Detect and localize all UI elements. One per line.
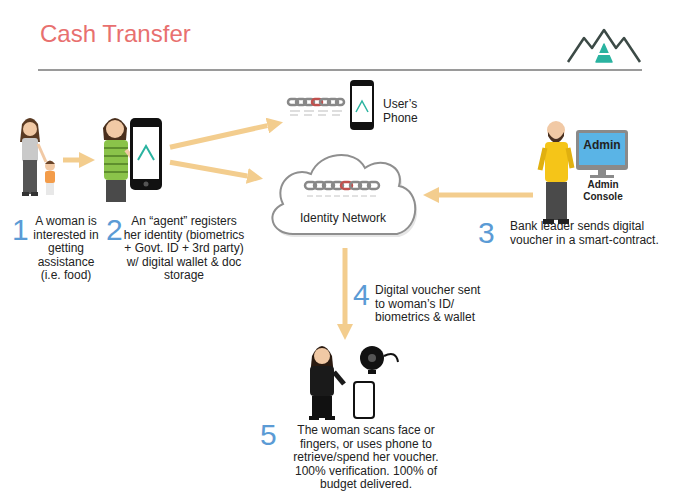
callout-number: 2 (106, 215, 123, 245)
cloud-shape (263, 138, 423, 248)
phone (354, 382, 374, 418)
edge-label: Digital voucher sent to woman’s ID/ biom… (375, 284, 487, 325)
step-text: A woman is interested in getting assista… (26, 215, 106, 283)
flow-arrow (439, 193, 533, 198)
logo (568, 30, 640, 62)
flow-arrow (63, 158, 79, 163)
admin-console: AdminAdmin Console3Bank leader sends dig… (533, 115, 633, 210)
woman-scan-figure (309, 346, 344, 420)
woman-figure (20, 118, 55, 196)
console-label: Admin Console (573, 179, 633, 203)
callout-number: 5 (260, 420, 277, 450)
screen-text: Admin (579, 139, 625, 153)
page-title: Cash Transfer (40, 20, 191, 48)
flow-arrow (170, 126, 267, 148)
step-text: An “agent” registers her identity (biome… (122, 215, 246, 283)
flow-arrow (170, 162, 247, 176)
callout-number: 1 (12, 215, 29, 245)
callout-number: 4 (353, 280, 370, 310)
woman-scan-figure: 5The woman scans face or fingers, or use… (298, 340, 403, 422)
title-rule (38, 69, 642, 71)
step-text: Bank leader sends digital voucher in a s… (510, 220, 670, 247)
user-phone: User’s Phone (283, 78, 433, 133)
webcam (360, 346, 398, 374)
agent-figure: 2An “agent” registers her identity (biom… (95, 108, 170, 203)
identity-cloud: Identity Network (263, 138, 423, 248)
callout-number: 3 (478, 218, 495, 248)
phone-label: User’s Phone (383, 98, 431, 125)
step-text: The woman scans face or fingers, or uses… (280, 424, 452, 492)
bank-leader-figure (540, 121, 572, 224)
woman-figure: 1A woman is interested in getting assist… (8, 115, 63, 200)
cloud-label: Identity Network (268, 212, 418, 226)
admin-monitor (576, 130, 628, 178)
flow-arrow (343, 248, 348, 324)
agent-figure (103, 118, 162, 202)
user-phone (288, 80, 374, 130)
